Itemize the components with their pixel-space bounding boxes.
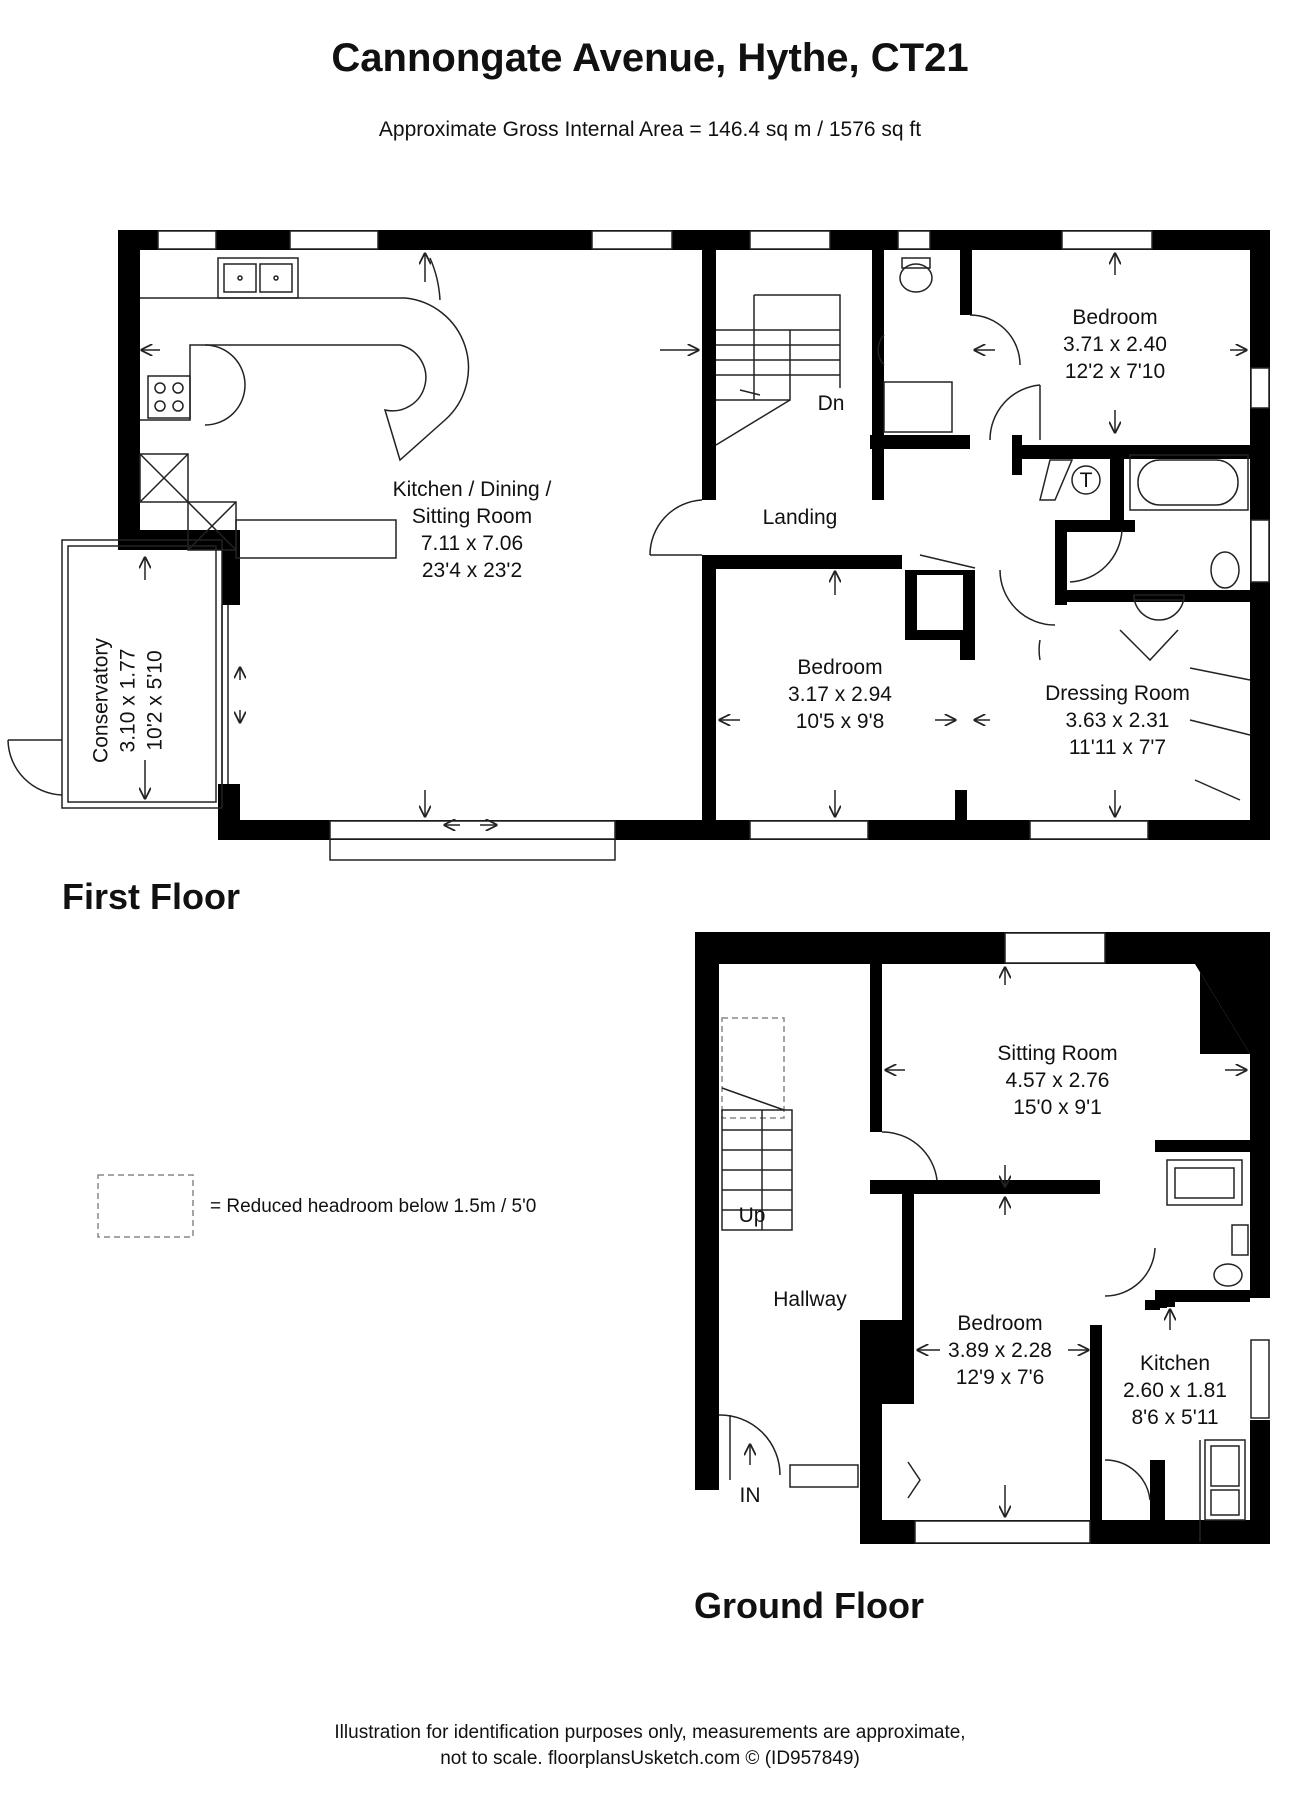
bathroom-fixtures-first-floor — [877, 257, 1249, 621]
room-metric: 3.63 x 2.31 — [1065, 709, 1170, 732]
room-dressing: Dressing Room 3.63 x 2.31 11'11 x 7'7 — [1030, 680, 1205, 761]
room-conservatory: Conservatory 3.10 x 1.77 10'2 x 5'10 — [88, 611, 169, 791]
room-name: Kitchen — [1139, 1352, 1211, 1375]
room-name: Sitting Room — [997, 1042, 1118, 1065]
disclaimer-footer: Illustration for identification purposes… — [0, 1720, 1300, 1772]
disclaimer-line-2: not to scale. floorplansUsketch.com © (I… — [440, 1748, 860, 1769]
room-name: Dressing Room — [1045, 682, 1190, 705]
room-landing: Landing — [740, 504, 860, 531]
stairs-down-label: Dn — [806, 390, 856, 417]
tank-label: T — [1072, 467, 1100, 494]
room-name: Conservatory — [89, 638, 113, 763]
entrance-label: IN — [730, 1482, 770, 1509]
dimension-arrows-first-floor — [142, 254, 1246, 825]
room-metric: 7.11 x 7.06 — [420, 532, 524, 555]
room-metric: 3.71 x 2.40 — [1063, 333, 1167, 356]
room-name: Dn — [817, 392, 845, 415]
headroom-legend-text: = Reduced headroom below 1.5m / 5'0 — [210, 1196, 537, 1217]
room-name: Bedroom — [957, 1312, 1043, 1335]
plan-title: Cannongate Avenue, Hythe, CT21 — [331, 36, 969, 80]
ground-floor-windows — [789, 932, 1270, 1544]
room-metric: 3.10 x 1.77 — [116, 648, 140, 753]
headroom-legend-swatch — [97, 1174, 194, 1238]
stairs-up-label: Up — [732, 1202, 772, 1229]
room-imperial: 12'2 x 7'10 — [1064, 360, 1166, 383]
gross-internal-area: Approximate Gross Internal Area = 146.4 … — [378, 118, 922, 141]
room-name: Landing — [762, 506, 838, 529]
room-name: Bedroom — [1072, 306, 1158, 329]
conservatory-structure — [7, 539, 229, 809]
room-imperial: 11'11 x 7'7 — [1068, 736, 1167, 759]
disclaimer-line-1: Illustration for identification purposes… — [334, 1722, 966, 1743]
room-metric: 4.57 x 2.76 — [1005, 1069, 1110, 1092]
room-name-line1: Kitchen / Dining / — [392, 478, 552, 501]
room-metric: 3.17 x 2.94 — [788, 683, 892, 706]
ground-floor-walls — [695, 932, 1270, 1544]
ground-floor-fittings — [718, 1131, 1249, 1542]
first-floor-label: First Floor — [62, 876, 240, 917]
staircase-ground-floor — [721, 1017, 793, 1231]
room-name: T — [1079, 469, 1093, 492]
room-bedroom-first-top: Bedroom 3.71 x 2.40 12'2 x 7'10 — [1030, 304, 1200, 385]
kitchen-fittings — [139, 257, 470, 559]
dimension-arrows-ground-floor — [750, 968, 1246, 1516]
room-imperial: 8'6 x 5'11 — [1131, 1406, 1219, 1429]
room-name: Hallway — [773, 1288, 847, 1311]
room-imperial: 10'2 x 5'10 — [143, 650, 167, 751]
room-imperial: 23'4 x 23'2 — [421, 559, 523, 582]
room-imperial: 12'9 x 7'6 — [955, 1366, 1045, 1389]
room-name: IN — [739, 1484, 761, 1507]
room-imperial: 15'0 x 9'1 — [1013, 1096, 1102, 1119]
staircase-first-floor — [715, 294, 841, 446]
doors-first-floor — [649, 314, 1251, 801]
room-name-line2: Sitting Room — [411, 505, 533, 528]
room-bedroom-first-bottom: Bedroom 3.17 x 2.94 10'5 x 9'8 — [755, 654, 925, 735]
room-name: Bedroom — [797, 656, 883, 679]
room-bedroom-ground: Bedroom 3.89 x 2.28 12'9 x 7'6 — [915, 1310, 1085, 1391]
room-metric: 3.89 x 2.28 — [948, 1339, 1052, 1362]
room-name: Up — [738, 1204, 766, 1227]
room-kitchen-dining: Kitchen / Dining / Sitting Room 7.11 x 7… — [352, 476, 592, 584]
room-kitchen-ground: Kitchen 2.60 x 1.81 8'6 x 5'11 — [1110, 1350, 1240, 1431]
room-imperial: 10'5 x 9'8 — [795, 710, 885, 733]
ground-floor-label: Ground Floor — [694, 1585, 924, 1626]
room-sitting: Sitting Room 4.57 x 2.76 15'0 x 9'1 — [970, 1040, 1145, 1121]
room-metric: 2.60 x 1.81 — [1123, 1379, 1227, 1402]
first-floor-windows — [157, 230, 1270, 840]
room-hallway: Hallway — [760, 1286, 860, 1313]
